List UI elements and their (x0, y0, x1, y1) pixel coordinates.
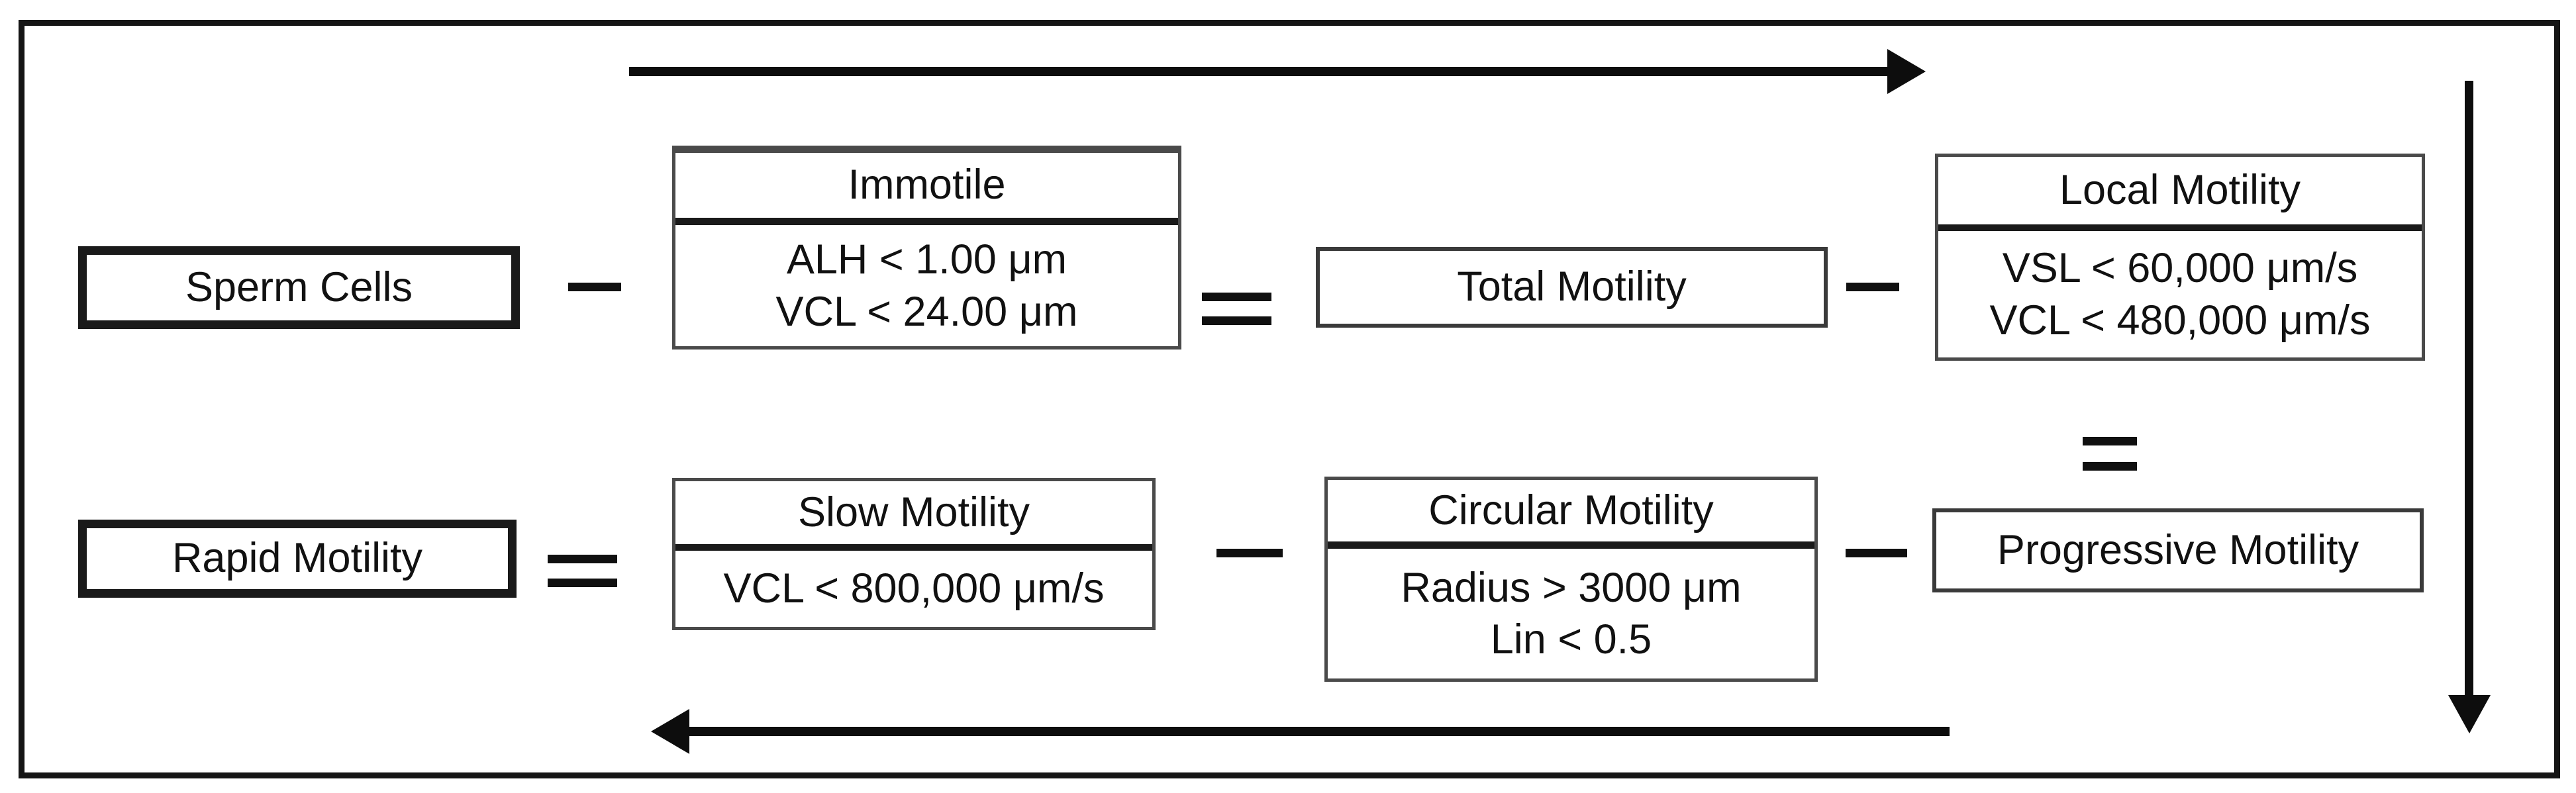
connector-immotile-total-line (1202, 316, 1271, 325)
progressive-motility-box: Progressive Motility (1932, 508, 2424, 592)
connector-rapid-slow-line (548, 579, 617, 587)
circular-motility-criterion: Radius > 3000 μm (1401, 564, 1742, 611)
immotile-title: Immotile (848, 162, 1006, 209)
local-motility-header: Local Motility (1938, 157, 2422, 231)
circular-motility-criteria: Radius > 3000 μm Lin < 0.5 (1328, 549, 1814, 678)
total-motility-title: Total Motility (1457, 263, 1687, 310)
slow-motility-title: Slow Motility (797, 489, 1030, 536)
connector-local-progressive-line (2083, 437, 2137, 445)
connector-slow-circular (1216, 549, 1283, 557)
slow-motility-criterion: VCL < 800,000 μm/s (723, 565, 1105, 612)
slow-motility-box: Slow Motility VCL < 800,000 μm/s (672, 478, 1156, 630)
local-motility-criterion: VCL < 480,000 μm/s (1989, 297, 2371, 344)
connector-rapid-slow-line (548, 555, 617, 563)
sperm-cells-title: Sperm Cells (185, 263, 413, 310)
rapid-motility-box: Rapid Motility (78, 520, 517, 598)
connector-circular-progressive (1846, 549, 1907, 557)
local-motility-criterion: VSL < 60,000 μm/s (2002, 245, 2358, 292)
connector-total-local (1846, 283, 1899, 291)
circular-motility-criterion: Lin < 0.5 (1490, 616, 1652, 663)
flow-arrow-bottom-head (651, 709, 689, 754)
flow-arrow-right-shaft (2465, 81, 2473, 698)
local-motility-box: Local Motility VSL < 60,000 μm/s VCL < 4… (1935, 154, 2425, 361)
connector-immotile-total-line (1202, 293, 1271, 301)
circular-motility-box: Circular Motility Radius > 3000 μm Lin <… (1324, 477, 1818, 682)
outer-border (19, 20, 2560, 778)
flow-arrow-top-shaft (629, 67, 1889, 76)
connector-sperm-immotile (568, 283, 621, 291)
flow-arrow-right-head (2448, 695, 2491, 733)
flow-arrow-bottom-shaft (688, 727, 1950, 736)
local-motility-title: Local Motility (2059, 167, 2301, 214)
progressive-motility-title: Progressive Motility (1997, 526, 2359, 573)
circular-motility-header: Circular Motility (1328, 480, 1814, 549)
total-motility-box: Total Motility (1316, 247, 1828, 328)
flow-arrow-top-head (1887, 49, 1926, 94)
immotile-criteria: ALH < 1.00 μm VCL < 24.00 μm (675, 225, 1178, 346)
circular-motility-title: Circular Motility (1428, 487, 1714, 534)
connector-local-progressive-line (2083, 462, 2137, 471)
slow-motility-criteria: VCL < 800,000 μm/s (675, 551, 1152, 627)
immotile-header: Immotile (675, 153, 1178, 225)
rapid-motility-title: Rapid Motility (172, 535, 423, 582)
local-motility-criteria: VSL < 60,000 μm/s VCL < 480,000 μm/s (1938, 231, 2422, 357)
sperm-cells-box: Sperm Cells (78, 246, 520, 329)
immotile-criterion: VCL < 24.00 μm (775, 288, 1078, 335)
immotile-criterion: ALH < 1.00 μm (786, 236, 1067, 283)
immotile-box: Immotile ALH < 1.00 μm VCL < 24.00 μm (672, 146, 1181, 350)
slow-motility-header: Slow Motility (675, 481, 1152, 551)
